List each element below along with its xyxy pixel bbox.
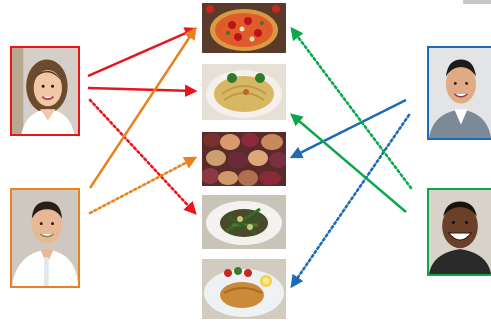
arrow-man-left-to-pizza-solid — [88, 26, 197, 189]
arrow-man-right-bottom-to-pizza-dotted — [290, 26, 413, 190]
person-man-right-top-photo — [427, 46, 491, 140]
food-hummus-photo — [202, 64, 286, 120]
food-schnitzel-photo — [202, 259, 286, 319]
arrow-man-right-bottom-to-hummus-solid — [290, 113, 407, 213]
arrow-woman-to-green-beans-dotted — [88, 98, 197, 215]
person-man-right-bottom-photo — [427, 188, 491, 276]
food-pizza-photo — [202, 3, 286, 53]
corner-mark — [463, 0, 491, 4]
arrow-woman-to-hummus-solid — [87, 84, 198, 97]
arrow-woman-to-pizza-solid — [87, 27, 198, 78]
person-man-left-photo — [10, 188, 80, 288]
person-woman-photo — [10, 46, 80, 136]
arrow-man-left-to-potatoes-dotted — [88, 156, 198, 215]
arrow-man-right-top-to-potatoes-solid — [289, 98, 407, 159]
food-potatoes-photo — [202, 132, 286, 186]
arrow-man-right-top-to-schnitzel-dotted — [290, 113, 411, 289]
food-green-beans-photo — [202, 195, 286, 249]
